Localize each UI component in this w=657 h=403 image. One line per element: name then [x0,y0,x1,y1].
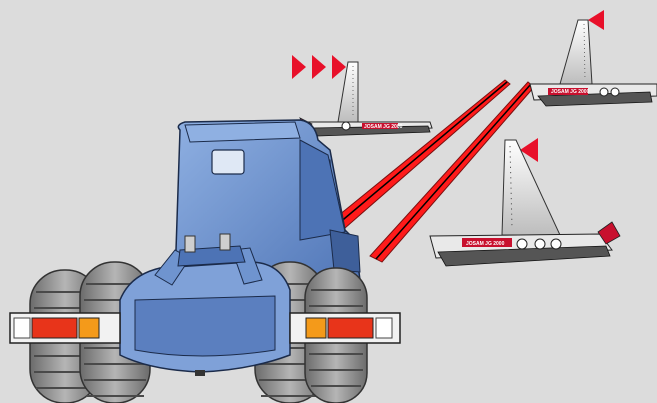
truck [10,120,400,403]
brand-label: JOSAM JG 2000 [466,241,505,247]
gauge-bottom-right: JOSAM JG 2000 [430,138,620,266]
arrow-icon [588,10,604,30]
tail-light-right [290,313,400,343]
cab-rear-window [212,150,244,174]
tail-light-left [10,313,120,343]
gauge-top-right: JOSAM JG 2000 [530,10,657,106]
brand-label: JOSAM JG 2000 [551,89,590,95]
brand-label: JOSAM JG 2000 [364,124,403,130]
arrow-icon [332,55,346,79]
arrow-icon [312,55,326,79]
arrow-icon [292,55,306,79]
gauge-left: JOSAM JG 2000 [292,55,432,136]
